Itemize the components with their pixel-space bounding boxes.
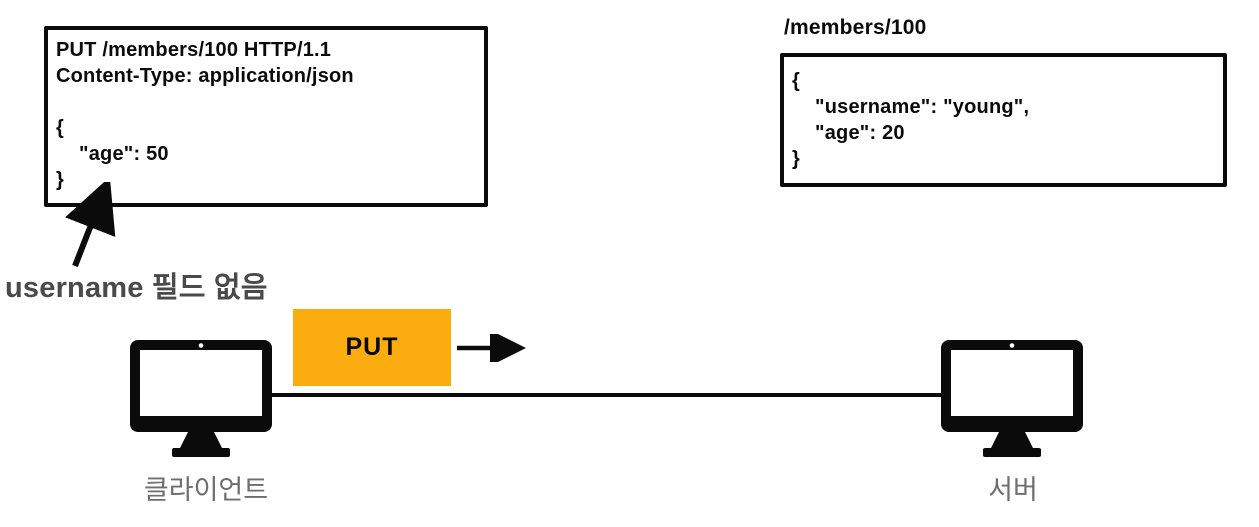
request-line: } xyxy=(56,169,64,191)
http-request-box: PUT /members/100 HTTP/1.1 Content-Type: … xyxy=(44,26,488,207)
put-message-box: PUT xyxy=(293,309,451,386)
server-label: 서버 xyxy=(988,475,1038,505)
request-line: "age": 50 xyxy=(56,143,169,165)
client-label: 클라이언트 xyxy=(143,475,269,505)
client-monitor-icon xyxy=(130,340,272,457)
annotation-text: username 필드 없음 xyxy=(5,272,268,304)
resource-path-label: /members/100 xyxy=(784,16,927,39)
request-direction-arrow-icon xyxy=(457,334,526,362)
server-monitor-icon xyxy=(941,340,1083,457)
request-line: { xyxy=(56,117,64,139)
resource-line: { xyxy=(792,70,800,92)
resource-line: "age": 20 xyxy=(792,122,905,144)
resource-line: } xyxy=(792,148,800,170)
client-server-connection-line xyxy=(268,393,950,397)
put-message-label: PUT xyxy=(345,333,399,361)
resource-line: "username": "young", xyxy=(792,96,1030,118)
request-line: Content-Type: application/json xyxy=(56,65,354,87)
server-resource-box: { "username": "young", "age": 20 } xyxy=(780,53,1227,187)
annotation-arrow-icon xyxy=(65,182,116,268)
request-line: PUT /members/100 HTTP/1.1 xyxy=(56,39,332,61)
request-line xyxy=(56,89,484,115)
